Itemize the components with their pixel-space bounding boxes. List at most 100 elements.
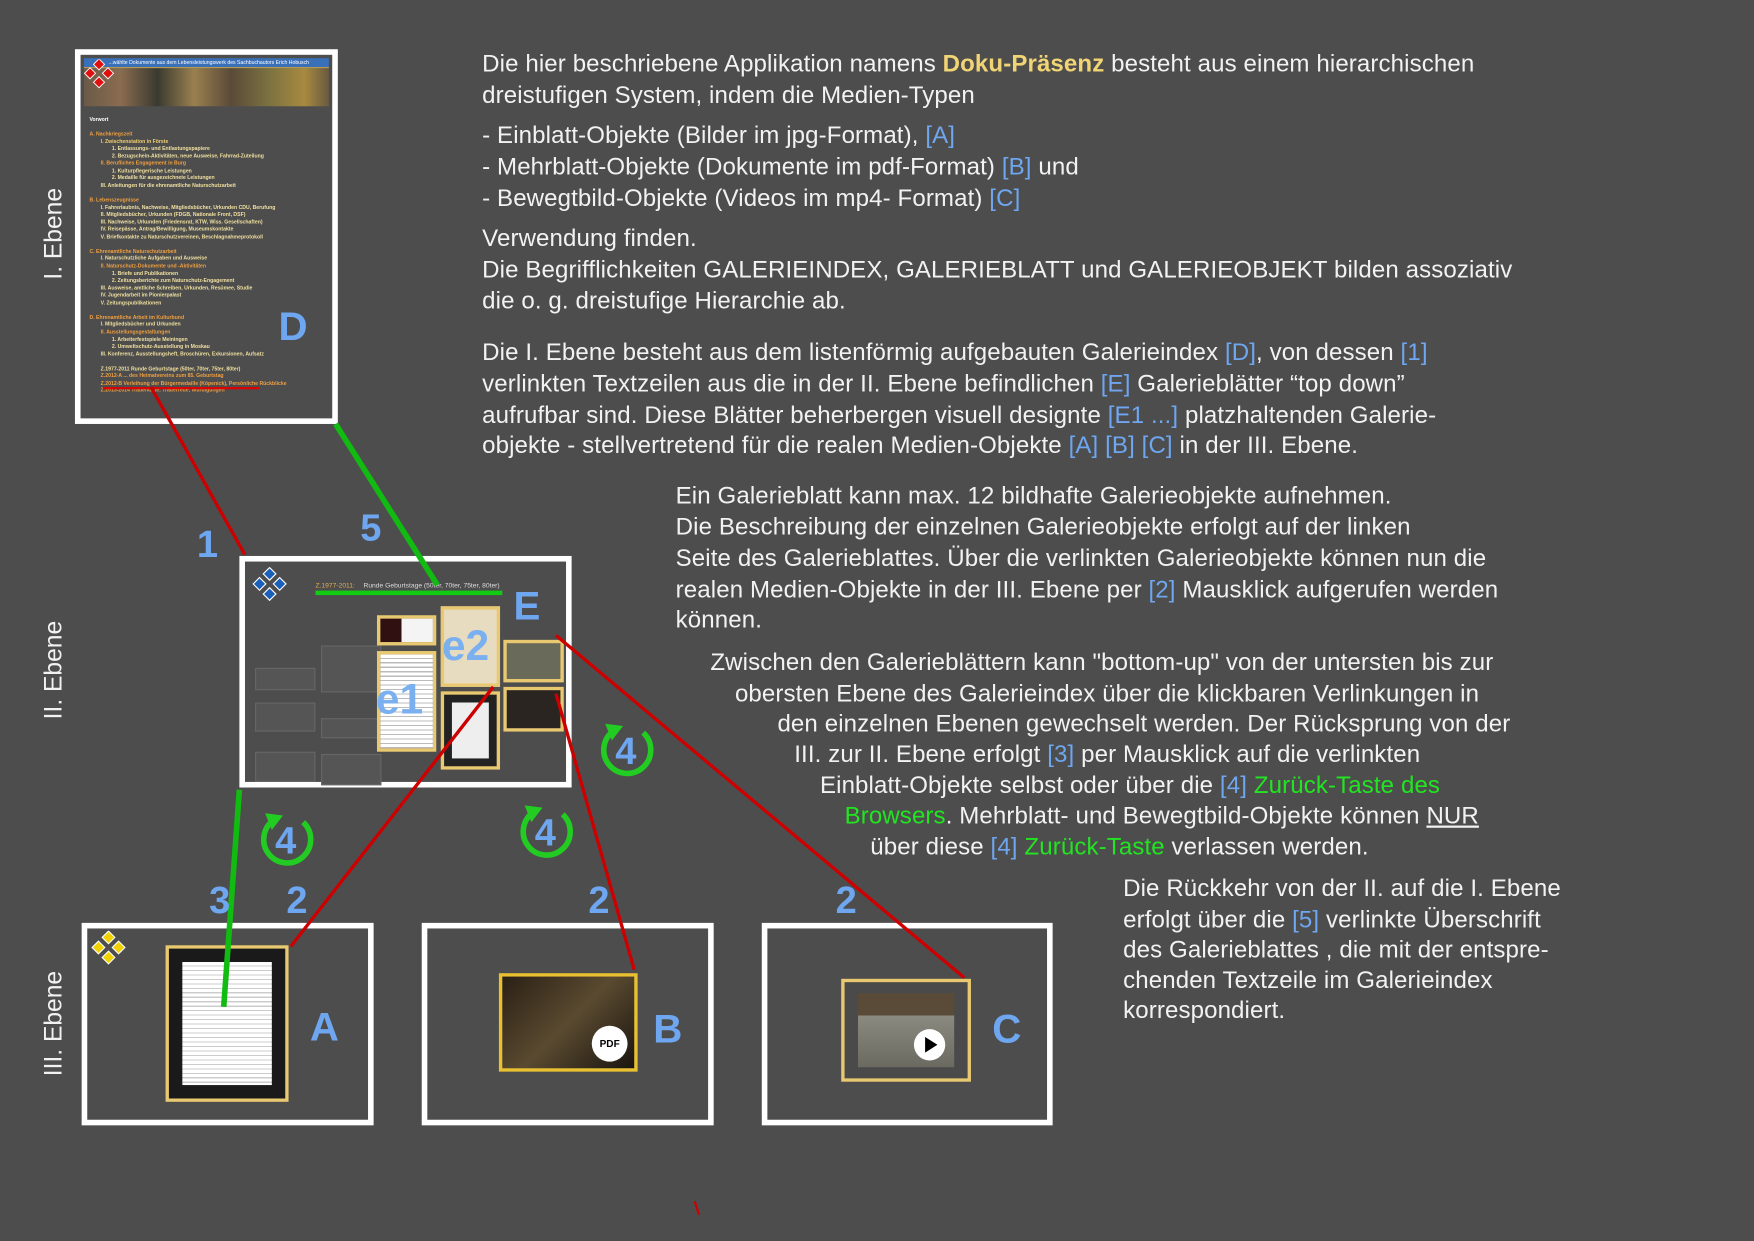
step-number-2: 2 — [835, 879, 857, 922]
index-entry[interactable]: III. Nachweise, Urkunden (Friedensrat, K… — [100, 218, 263, 225]
index-entry[interactable]: B. Lebenszeugnisse — [89, 196, 139, 203]
index-entry[interactable]: III. Konferenz, Ausstellungsheft, Brosch… — [100, 350, 264, 357]
index-entry[interactable]: C. Ehrenamtliche Naturschutzarbeit — [89, 248, 177, 254]
back-button-highlight: Browsers — [844, 802, 946, 829]
reference-marker: [2] — [1148, 576, 1176, 603]
text-segment: . Mehrblatt- und Bewegtbild-Objekte könn… — [945, 802, 1427, 829]
index-entry[interactable]: IV. Jugendarbeit im Pionierpalast — [100, 292, 182, 298]
text-segment: - Mehrblatt-Objekte (Dokumente im pdf-Fo… — [482, 153, 1002, 181]
text-line: objekte - stellvertretend für die realen… — [482, 430, 1358, 461]
pdf-object-b[interactable]: PDF — [498, 973, 638, 1072]
index-entry[interactable]: V. Zeitungspublikationen — [100, 299, 162, 306]
description-box — [255, 751, 316, 782]
level-3-label: III. Ebene — [39, 970, 68, 1077]
index-entry[interactable]: Z.1977-2011 Runde Geburtstage (50ter, 70… — [100, 365, 241, 372]
gallery-index-frame[interactable]: ...wählte Dokumente aus dem Lebensleistu… — [74, 49, 338, 424]
index-entry[interactable]: II. Naturschutz-Dokumente und -Aktivität… — [100, 262, 207, 269]
reference-marker: [A] [B] [C] — [1068, 431, 1173, 459]
index-banner-images — [83, 68, 329, 107]
label-B: B — [653, 1005, 683, 1052]
index-header-bar: ...wählte Dokumente aus dem Lebensleistu… — [83, 58, 329, 69]
text-segment: obersten Ebene des Galerieindex über die… — [734, 680, 1480, 707]
text-line: - Einblatt-Objekte (Bilder im jpg-Format… — [482, 120, 955, 151]
index-entry[interactable]: 1. Briefe und Publikationen — [111, 270, 179, 276]
text-segment: chenden Textzeile im Galerieindex — [1123, 966, 1493, 994]
label-A: A — [309, 1003, 339, 1050]
index-entry[interactable]: III. Ausweise, amtliche Schreiben, Urkun… — [100, 284, 253, 291]
text-line: Einblatt-Objekte selbst oder über die [4… — [820, 770, 1440, 801]
index-entry[interactable]: 2. Medaille für ausgezeichnete Leistunge… — [111, 174, 215, 181]
index-entry[interactable]: 2. Umweltschutz-Ausstellung in Moskau — [111, 343, 210, 350]
video-object-c[interactable] — [841, 978, 971, 1082]
index-entry[interactable]: Z.2012-B Verleihung der Bürgermedaille (… — [100, 380, 287, 386]
text-line: Die hier beschriebene Applikation namens… — [482, 48, 1474, 79]
step-number-4: 4 — [534, 812, 556, 855]
index-entry[interactable]: II. Ausstellungsgestaltungen — [100, 328, 171, 335]
gallery-object-e2[interactable] — [440, 606, 501, 687]
index-entry[interactable]: Z.2012-A ... des Heimatvereins zum 85. G… — [100, 372, 224, 379]
sheet-heading-link[interactable]: Z.1977-2011: Runde Geburtstage (50ter, 7… — [315, 583, 499, 590]
index-entry[interactable]: I. Fahrerlaubnis, Nachweise, Mitgliedsbü… — [100, 204, 276, 210]
reference-marker: [5] — [1292, 906, 1320, 933]
gallery-object-thumb[interactable] — [376, 615, 437, 646]
circular-back-arrow-icon — [260, 813, 314, 866]
index-entry[interactable]: 1. Entlassungs- und Entlastungspapiere — [111, 145, 210, 152]
text-line: aufrufbar sind. Diese Blätter beherberge… — [482, 399, 1436, 430]
label-e1: e1 — [375, 676, 424, 724]
text-line: dreistufigen System, indem die Medien-Ty… — [482, 79, 975, 110]
app-name: Doku-Präsenz — [942, 50, 1105, 78]
text-line: über diese [4] Zurück-Taste verlassen we… — [870, 831, 1368, 862]
step-number-2: 2 — [286, 879, 308, 922]
index-entry[interactable]: 2. Bezugschein-Aktivitäten, neue Ausweis… — [111, 152, 264, 159]
gallery-object-ornate-doc[interactable] — [440, 691, 501, 770]
gallery-object-pdf[interactable] — [503, 686, 564, 732]
back-button-highlight: Zurück-Taste des — [1247, 771, 1441, 799]
sheet-heading-underline — [315, 590, 503, 596]
step-number-4: 4 — [615, 730, 637, 773]
text-segment: den einzelnen Ebenen gewechselt werden. … — [777, 710, 1511, 738]
image-object-a[interactable] — [165, 945, 289, 1102]
text-segment: - Bewegtbild-Objekte (Videos im mp4- For… — [482, 184, 990, 212]
play-icon — [913, 1029, 946, 1061]
index-entry[interactable]: III. Anleitungen für die ehrenamtliche N… — [100, 182, 236, 188]
index-entry[interactable]: V. Briefkontakte zu Naturschutzvereinen,… — [100, 233, 263, 240]
text-segment: erfolgt über die — [1123, 906, 1293, 933]
label-e2: e2 — [441, 623, 490, 671]
text-segment: Einblatt-Objekte selbst oder über die — [819, 771, 1220, 799]
text-segment: platzhaltenden Galerie- — [1178, 401, 1437, 429]
index-entry[interactable]: A. Nachkriegszeit — [89, 130, 133, 137]
text-line: - Mehrblatt-Objekte (Dokumente im pdf-Fo… — [482, 151, 1079, 182]
text-line: Die Rückkehr von der II. auf die I. Eben… — [1123, 873, 1561, 904]
text-line: realen Medien-Objekte in der III. Ebene … — [676, 574, 1499, 605]
text-line: Die Beschreibung der einzelnen Galerieob… — [676, 511, 1411, 542]
text-line: die o. g. dreistufige Hierarchie ab. — [482, 285, 846, 316]
text-segment: des Galerieblattes , die mit der entspre… — [1123, 936, 1549, 964]
gallery-object-video[interactable] — [503, 639, 564, 683]
text-segment: verlassen werden. — [1164, 833, 1369, 861]
index-entry[interactable]: I. Mitgliedsbücher und Urkunden — [100, 321, 181, 328]
step-number-2: 2 — [588, 879, 610, 922]
text-line: chenden Textzeile im Galerieindex — [1123, 964, 1493, 995]
text-segment: Zwischen den Galerieblättern kann "botto… — [710, 648, 1494, 676]
reference-marker: [E1 ...] — [1107, 401, 1179, 429]
index-entry[interactable]: 1. Kulturpflegerische Leistungen — [111, 167, 192, 174]
index-entry[interactable]: II. Mitgliedsbücher, Urkunden (FDGB, Nat… — [100, 211, 246, 218]
index-entry[interactable]: D. Ehrenamtliche Arbeit im Kulturbund — [89, 314, 185, 320]
index-entry[interactable]: II. Berufliches Engagement in Burg — [100, 160, 187, 166]
text-segment: Mausklick aufgerufen werden — [1175, 576, 1499, 603]
reference-marker: [D] — [1224, 338, 1257, 366]
text-line: Zwischen den Galerieblättern kann "botto… — [710, 647, 1493, 678]
index-entry[interactable]: 2. Zeitungsberichte zum Naturschutz-Enga… — [111, 277, 235, 284]
index-entry[interactable]: IV. Reisepässe, Antrag/Bewilligung, Muse… — [100, 226, 234, 232]
text-line: des Galerieblattes , die mit der entspre… — [1123, 934, 1549, 965]
index-entry[interactable]: I. Naturschutzliche Aufgaben und Ausweis… — [100, 255, 208, 262]
index-entry[interactable]: Vorwort — [89, 116, 109, 122]
index-entry[interactable]: 1. Arbeiterfestspiele Meiningen — [111, 336, 188, 342]
index-entry[interactable]: I. Zwischenstation in Förste — [100, 138, 169, 144]
step-number-5: 5 — [360, 506, 382, 550]
back-arrow-4: 4 — [258, 811, 316, 869]
back-button-highlight: Zurück-Taste — [1017, 833, 1165, 861]
reference-marker: [E] — [1100, 370, 1131, 398]
pdf-badge-icon: PDF — [591, 1025, 628, 1062]
reference-marker: [3] — [1047, 740, 1075, 768]
